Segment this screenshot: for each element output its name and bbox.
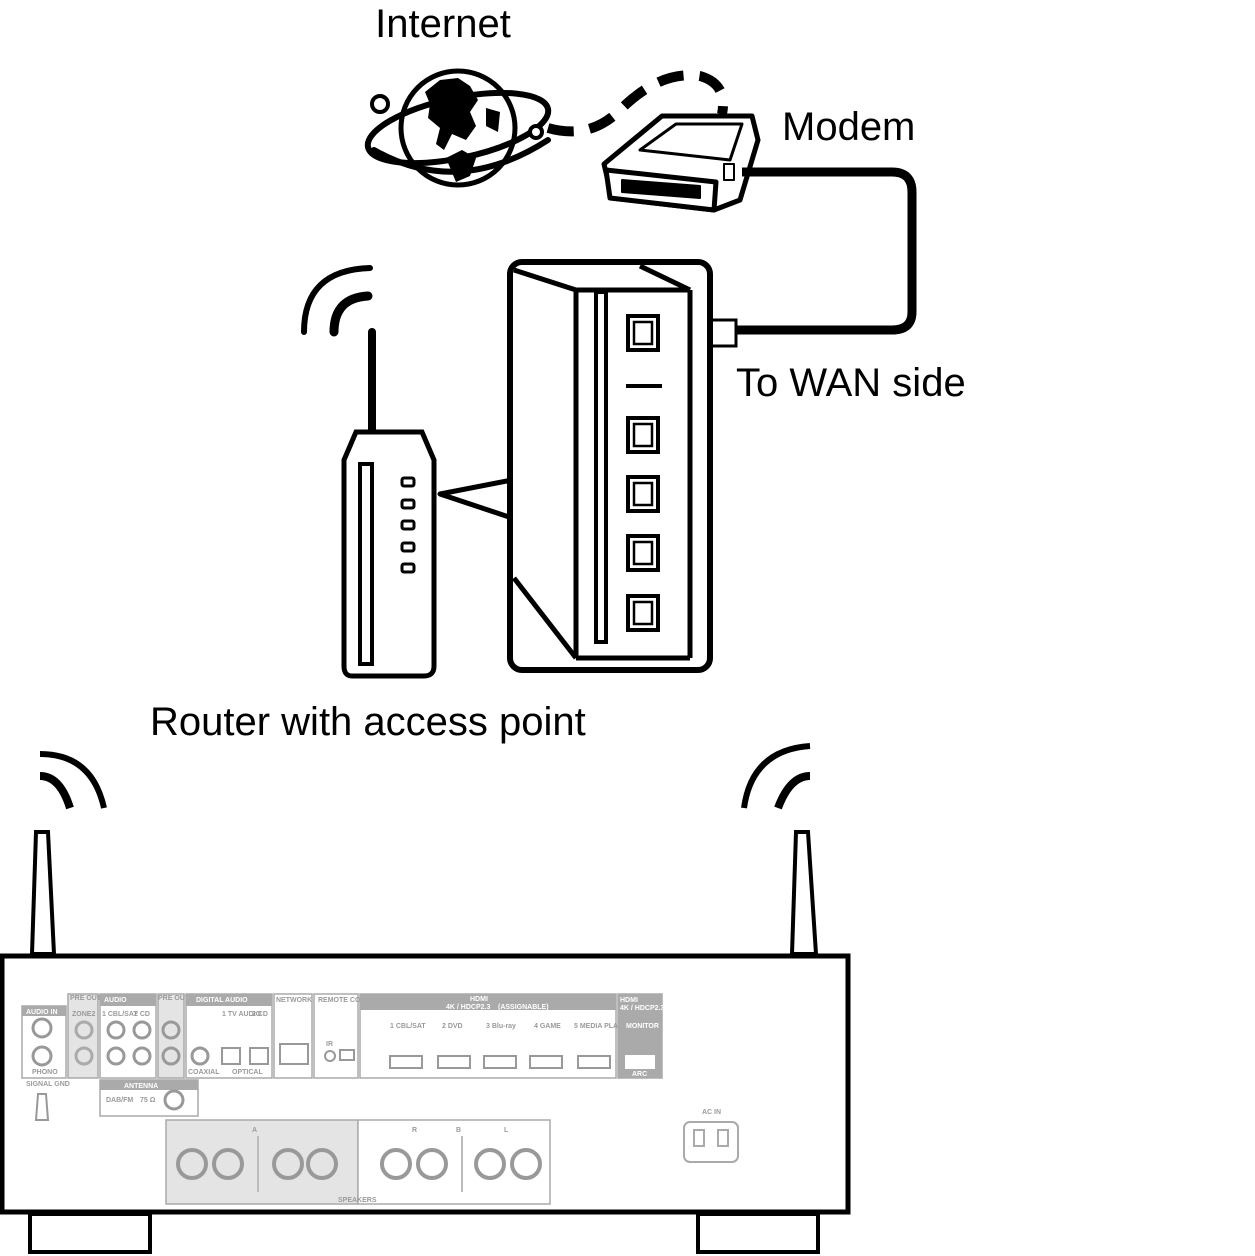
svg-text:HDMI: HDMI [620, 997, 638, 1004]
router-back-panel [507, 259, 713, 673]
svg-text:AUDIO: AUDIO [104, 997, 127, 1004]
svg-text:1 CBL/SAT: 1 CBL/SAT [390, 1023, 426, 1030]
svg-text:L: L [504, 1127, 509, 1134]
wan-port-icon [626, 314, 660, 352]
svg-text:AC IN: AC IN [702, 1109, 721, 1116]
svg-text:A: A [252, 1127, 257, 1134]
svg-text:75 Ω: 75 Ω [140, 1097, 156, 1104]
callout-pointer [437, 477, 513, 521]
svg-text:OPTICAL: OPTICAL [232, 1069, 263, 1076]
svg-text:HDMI: HDMI [470, 996, 488, 1003]
svg-text:NETWORK: NETWORK [276, 997, 312, 1004]
wan-cable [736, 167, 917, 335]
svg-text:ARC: ARC [632, 1071, 647, 1078]
svg-text:ANTENNA: ANTENNA [124, 1083, 158, 1090]
svg-text:PHONO: PHONO [32, 1069, 58, 1076]
router-label: Router with access point [150, 700, 586, 744]
svg-text:5 MEDIA PLAYER: 5 MEDIA PLAYER [574, 1023, 632, 1030]
svg-text:DIGITAL AUDIO: DIGITAL AUDIO [196, 997, 248, 1004]
svg-text:3 Blu-ray: 3 Blu-ray [486, 1023, 516, 1030]
modem-label: Modem [782, 105, 915, 149]
svg-text:ZONE2: ZONE2 [72, 1011, 95, 1018]
svg-text:SIGNAL GND: SIGNAL GND [26, 1081, 70, 1088]
svg-text:4 GAME: 4 GAME [534, 1023, 561, 1030]
svg-text:AUDIO IN: AUDIO IN [26, 1009, 58, 1016]
internet-label: Internet [375, 2, 511, 46]
wireless-link [546, 70, 728, 137]
svg-text:R: R [412, 1127, 417, 1134]
svg-text:COAXIAL: COAXIAL [188, 1069, 220, 1076]
svg-text:DAB/FM: DAB/FM [106, 1097, 133, 1104]
svg-text:2 CD: 2 CD [252, 1011, 268, 1018]
svg-text:1 TV AUDIO: 1 TV AUDIO [222, 1011, 262, 1018]
svg-text:PRE OUT: PRE OUT [158, 995, 190, 1002]
svg-text:IR: IR [326, 1041, 333, 1048]
svg-text:4K / HDCP2.3: 4K / HDCP2.3 [446, 1004, 490, 1011]
svg-text:PRE OUT: PRE OUT [70, 995, 102, 1002]
svg-text:2 CD: 2 CD [134, 1011, 150, 1018]
svg-text:REMOTE CONTROL: REMOTE CONTROL [318, 997, 385, 1004]
svg-text:B: B [456, 1127, 461, 1134]
lan-port-icon [626, 416, 660, 632]
wan-side-label: To WAN side [736, 361, 966, 405]
svg-text:(ASSIGNABLE): (ASSIGNABLE) [498, 1004, 549, 1011]
svg-text:2 DVD: 2 DVD [442, 1023, 463, 1030]
svg-text:1 CBL/SAT: 1 CBL/SAT [102, 1011, 138, 1018]
receiver-rear-panel: AUDIO IN PHONO SIGNAL GND PRE OUT ZONE2 … [0, 953, 851, 1254]
svg-text:MONITOR: MONITOR [626, 1023, 659, 1030]
router-icon [301, 265, 437, 679]
modem-icon [601, 113, 761, 213]
svg-text:SPEAKERS: SPEAKERS [338, 1197, 377, 1204]
svg-text:4K / HDCP2.3: 4K / HDCP2.3 [620, 1005, 664, 1012]
globe-icon [364, 68, 552, 188]
